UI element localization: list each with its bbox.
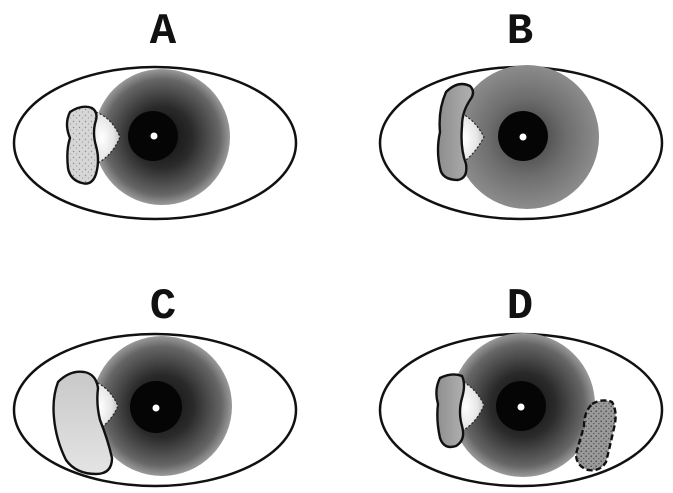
lesion-patch-d-right bbox=[574, 399, 617, 472]
panel-a: A bbox=[12, 7, 298, 221]
lesion-patch-a bbox=[65, 105, 100, 185]
lesion-patch-c bbox=[52, 370, 114, 476]
pupil-reflex-b bbox=[519, 133, 527, 141]
panel-b: B bbox=[378, 7, 664, 221]
panel-label-b: B bbox=[507, 7, 533, 57]
panel-label-c: C bbox=[150, 282, 176, 332]
panel-label-a: A bbox=[150, 7, 177, 57]
pupil-reflex-a bbox=[150, 132, 158, 140]
panel-c: C bbox=[12, 282, 298, 488]
pupil-reflex-c bbox=[152, 404, 160, 412]
lesion-patch-d-left bbox=[435, 373, 466, 449]
panel-label-d: D bbox=[507, 282, 533, 332]
lesion-patch-b bbox=[436, 82, 475, 182]
pupil-reflex-d bbox=[517, 403, 525, 411]
panel-d: D bbox=[378, 282, 664, 488]
crescent-highlight-a bbox=[91, 111, 121, 165]
